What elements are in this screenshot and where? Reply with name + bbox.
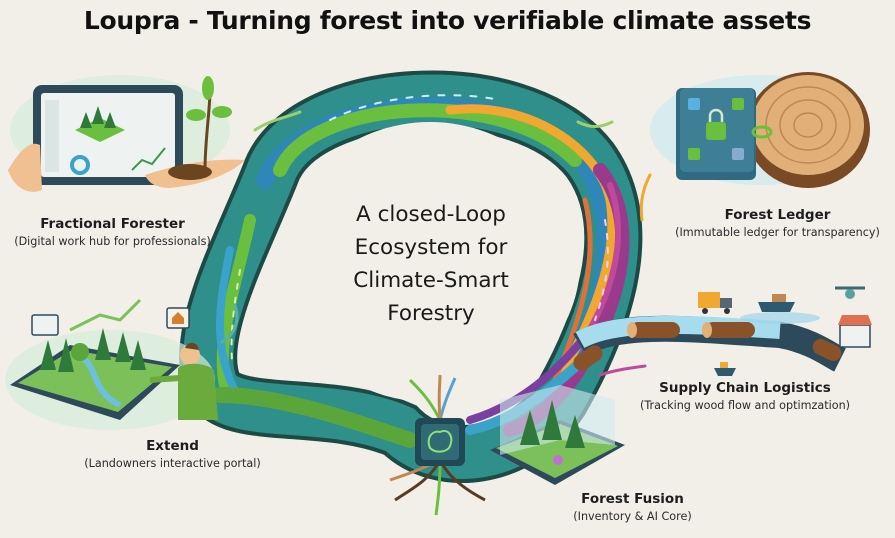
node-description: (Inventory & AI Core) [573,510,692,523]
node-description: (Tracking wood flow and optimzation) [639,399,851,412]
node-name: Forest Ledger [724,207,831,223]
center-caption-line: Forestry [387,301,475,326]
flow-arrow-icon [639,173,652,222]
node-description: (Landowners interactive portal) [84,457,261,470]
node-name: Forest Fusion [581,491,684,507]
center-circle [280,122,580,402]
logs-truck-ship-drone-shop-icon [573,286,872,376]
node-forest-ledger: Forest Ledger (Immutable ledger for tran… [660,207,895,239]
page-title: Loupra - Turning forest into verifiable … [83,6,812,35]
node-name: Fractional Forester [40,216,185,232]
node-supply-chain-logistics: Supply Chain Logistics (Tracking wood fl… [620,380,870,412]
flow-arrow-icon [576,120,614,128]
node-forest-fusion: Forest Fusion (Inventory & AI Core) [560,491,705,523]
flow-arrow-icon [253,110,302,132]
node-extend: Extend (Landowners interactive portal) [60,438,285,470]
flow-arrow-icon [220,303,239,344]
center-caption: A closed-Loop Ecosystem for Climate-Smar… [320,198,542,330]
ai-chip-brain-roots-icon [389,374,625,516]
center-caption-line: A closed-Loop [356,202,506,227]
tablet-forest-map-person-icon [5,298,218,430]
flow-arrow-icon [598,364,647,377]
center-caption-line: Climate-Smart [353,268,509,293]
blockchain-lock-tree-stump-icon [650,72,870,188]
node-fractional-forester: Fractional Forester (Digital work hub fo… [0,216,225,248]
center-caption-line: Ecosystem for [354,235,508,260]
node-name: Supply Chain Logistics [659,380,831,396]
node-description: (Immutable ledger for transparency) [675,226,880,239]
tablet-dashboard-with-seedling-icon [8,75,245,192]
node-description: (Digital work hub for professionals) [14,235,211,248]
node-name: Extend [146,438,199,454]
